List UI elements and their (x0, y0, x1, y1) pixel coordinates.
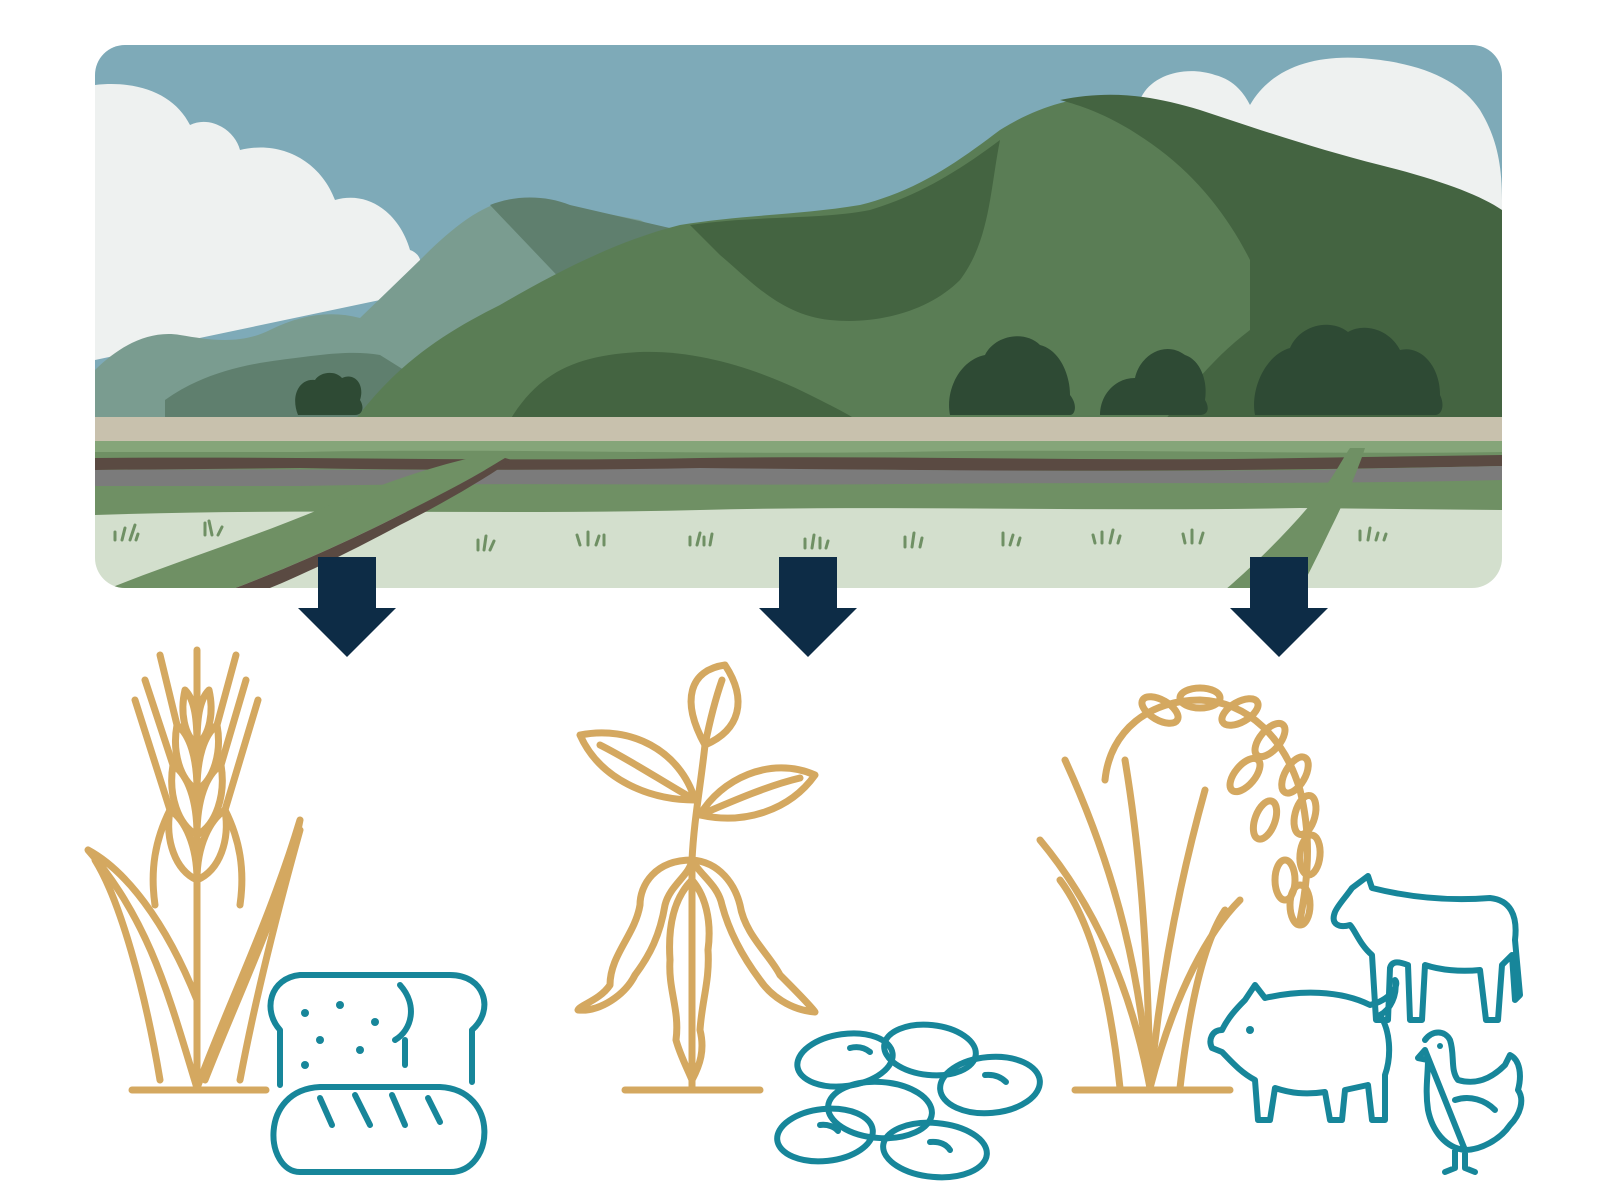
tree-cluster-right (1254, 324, 1443, 415)
livestock-icon (1207, 873, 1525, 1175)
tree-cluster-center (949, 336, 1075, 415)
dike-right (1225, 448, 1365, 588)
dark-hill-foreground (510, 351, 870, 430)
water-field (95, 508, 1502, 588)
grass-tufts (113, 519, 1388, 552)
field-band-light (95, 441, 1502, 453)
wheat-bread-group (84, 646, 488, 1175)
wheat-icon (84, 646, 304, 1094)
arrow-down-right (1230, 557, 1328, 657)
pig-icon (1207, 977, 1400, 1123)
chicken-icon (1415, 1029, 1525, 1175)
road-strip (95, 417, 1502, 441)
arrow-down-center (759, 557, 857, 657)
soybean-group (574, 661, 1043, 1181)
rice-plant-icon (1036, 684, 1324, 1094)
cow-icon (1330, 873, 1523, 1023)
beans-icon (774, 1021, 1043, 1181)
tree-cluster-left (295, 372, 363, 415)
dark-hill-middle (690, 140, 1000, 321)
arrow-down-left (298, 557, 396, 657)
tree-cluster-mid-right (1100, 348, 1208, 415)
arrows (298, 557, 1328, 657)
landscape-panel (95, 45, 1502, 588)
bread-icon (267, 972, 488, 1175)
trees (295, 324, 1443, 415)
dike-left (105, 458, 505, 588)
soybean-plant-icon (574, 661, 819, 1094)
cloud-left (95, 84, 421, 361)
dike-left-shadow (230, 458, 512, 588)
rice-livestock-group (1036, 684, 1525, 1175)
